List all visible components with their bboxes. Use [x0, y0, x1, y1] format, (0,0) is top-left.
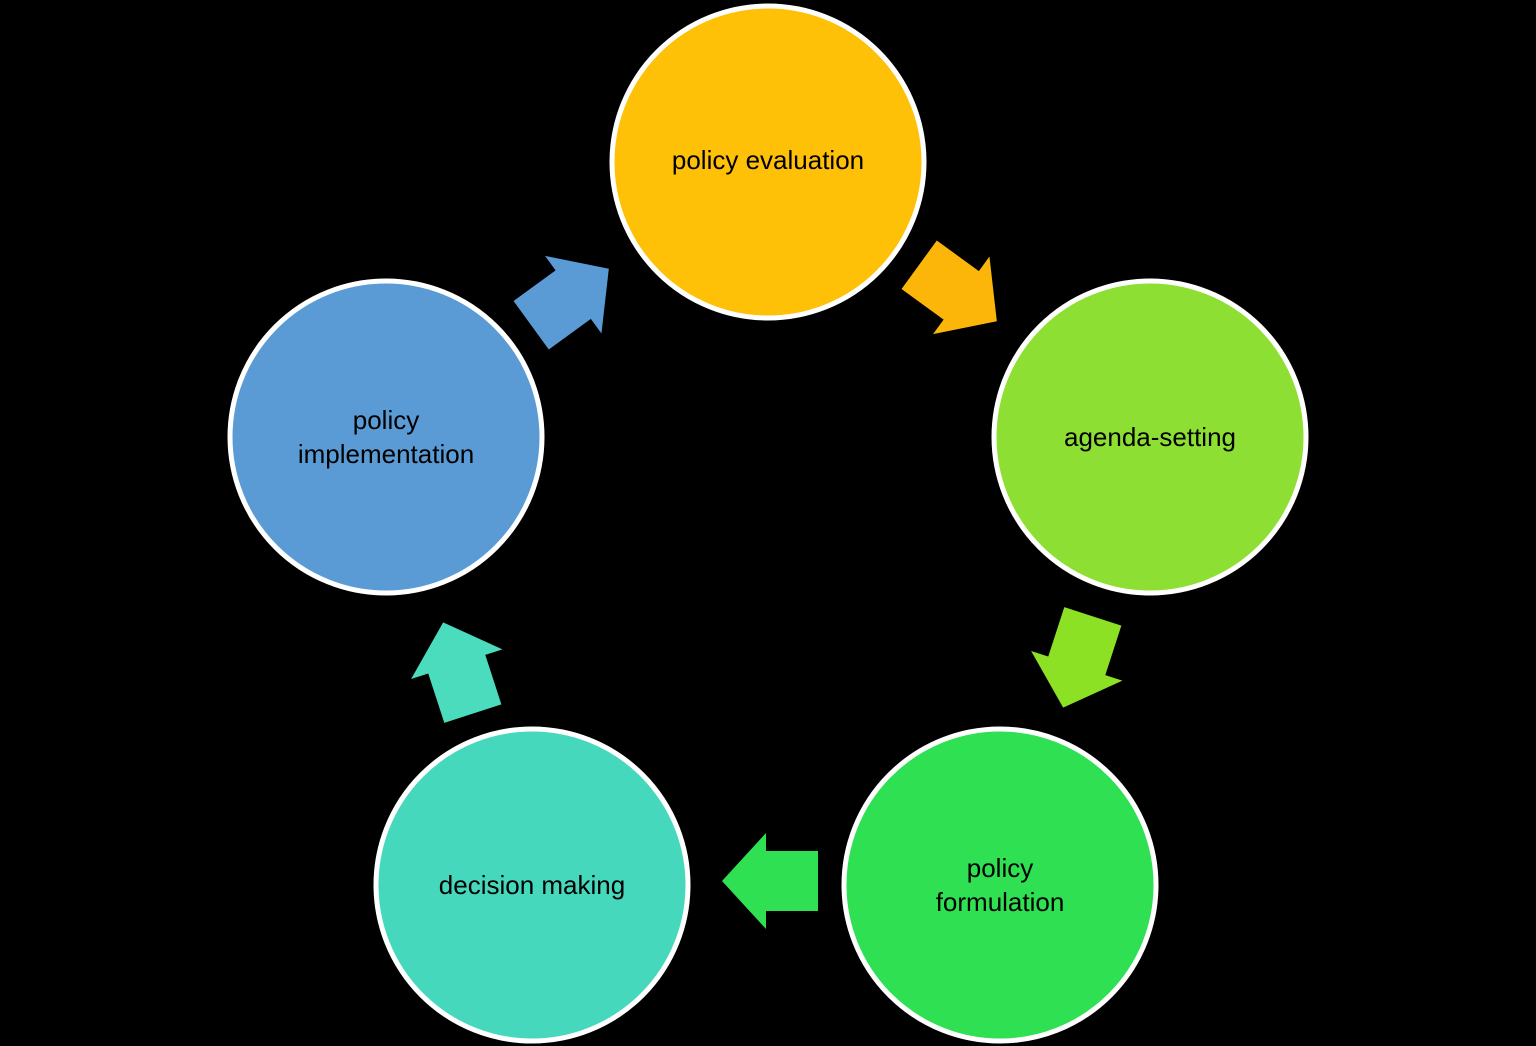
- arrow-implementation-to-evaluation-icon: [513, 255, 609, 350]
- stage-label-policy-evaluation: policy evaluation: [671, 144, 865, 175]
- arrow-evaluation-to-agenda-icon: [901, 240, 997, 335]
- stage-circle-decision-making: [373, 726, 691, 1044]
- arrow-formulation-to-decision-icon: [722, 833, 818, 929]
- arrow-decision-to-implementation-icon: [411, 622, 503, 723]
- stage-label-decision-making: decision making: [438, 869, 626, 900]
- stage-circle-policy-evaluation: [609, 3, 927, 321]
- stage-circle-policy-formulation: [841, 726, 1159, 1044]
- arrow-agenda-to-formulation-icon: [1031, 607, 1123, 708]
- stage-circle-agenda-setting: [991, 278, 1309, 596]
- stage-label-policy-implementation: policy implementation: [297, 404, 475, 469]
- stage-circle-policy-implementation: [227, 278, 545, 596]
- stage-label-agenda-setting: agenda-setting: [1063, 421, 1237, 452]
- stage-label-policy-formulation: policy formulation: [935, 852, 1065, 917]
